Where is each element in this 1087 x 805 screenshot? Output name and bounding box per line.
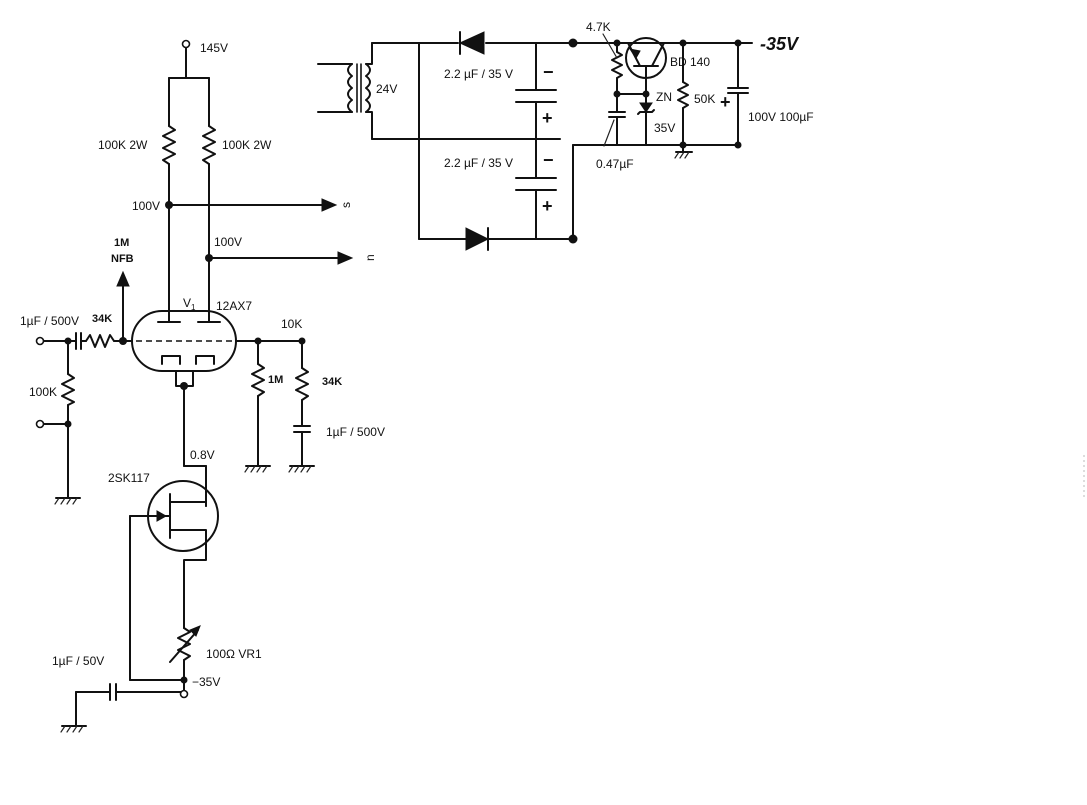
label-100v-right: 100V bbox=[214, 235, 242, 249]
supply-left-bus bbox=[568, 38, 739, 244]
label-12ax7: 12AX7 bbox=[216, 299, 252, 313]
fet-2sk117: 2SK117 bbox=[108, 471, 219, 681]
label-2-2uf-top: 2.2 µF / 35 V bbox=[444, 67, 513, 81]
transistor-bd140: BD 140 bbox=[613, 37, 710, 98]
resistor-1m: 1M bbox=[251, 340, 283, 467]
label-v1: V1 bbox=[183, 296, 196, 312]
diode-top bbox=[458, 31, 485, 55]
label-34k-out: 34K bbox=[322, 376, 342, 388]
capacitor-2-2uf-bottom: 2.2 µF / 35 V − + bbox=[444, 138, 557, 240]
label-100v-left: 100V bbox=[132, 199, 160, 213]
label-nfb: NFB bbox=[111, 253, 134, 265]
label-bd140: BD 140 bbox=[670, 55, 710, 69]
label-50k: 50K bbox=[694, 92, 715, 106]
label-100k-2w-right: 100K 2W bbox=[222, 138, 272, 152]
capacitor-0-47uf: 0.47µF bbox=[596, 111, 634, 171]
label-zn: ZN bbox=[656, 90, 672, 104]
label-neg35v: −35V bbox=[192, 675, 220, 689]
label-out-neg35v: -35V bbox=[760, 34, 800, 54]
label-145v: 145V bbox=[200, 41, 228, 55]
capacitor-1uf-500v-output: 1µF / 500V bbox=[288, 425, 385, 473]
label-100k: 100K bbox=[29, 385, 57, 399]
label-1uf-500v-in: 1µF / 500V bbox=[20, 314, 79, 328]
transformer-24v: 24V bbox=[317, 42, 397, 140]
label-0-47uf: 0.47µF bbox=[596, 157, 634, 171]
resistor-4-7k: 4.7K bbox=[586, 20, 623, 113]
capacitor-100v-100uf: 100V 100µF -35V bbox=[727, 34, 814, 149]
plus-sign-output: + bbox=[720, 92, 731, 112]
label-vr1: 100Ω VR1 bbox=[206, 647, 262, 661]
resistor-100k-2w-right: 100K 2W bbox=[202, 125, 272, 259]
label-34k-in: 34K bbox=[92, 313, 112, 325]
label-nfb-1m: 1M bbox=[114, 237, 129, 249]
ground-supply bbox=[674, 144, 693, 159]
capacitor-1uf-50v: 1µF / 50V bbox=[52, 654, 189, 733]
node-100v-right: 100V n bbox=[205, 235, 377, 265]
resistor-34k-output: 34K bbox=[295, 340, 342, 427]
nfb-feedback-arrow: 1M NFB bbox=[111, 237, 134, 342]
minus-sign-bottom: − bbox=[543, 150, 554, 170]
resistor-100k-2w-left: 100K 2W bbox=[98, 125, 176, 206]
arrow-label-s: s bbox=[339, 202, 353, 208]
label-1uf-50v: 1µF / 50V bbox=[52, 654, 104, 668]
label-24v: 24V bbox=[376, 82, 397, 96]
resistor-100k-input: 100K bbox=[29, 340, 75, 499]
label-100k-2w-left: 100K 2W bbox=[98, 138, 148, 152]
arrow-label-n: n bbox=[363, 254, 377, 261]
label-zn-35v: 35V bbox=[654, 121, 675, 135]
rectifier-wiring bbox=[371, 42, 574, 240]
capacitor-2-2uf-top: 2.2 µF / 35 V − + bbox=[444, 42, 557, 140]
plus-sign-bottom: + bbox=[542, 196, 553, 216]
grid-output-network: 10K bbox=[235, 317, 306, 345]
potentiometer-vr1: 100Ω VR1 −35V bbox=[169, 597, 262, 693]
diode-bottom bbox=[465, 227, 490, 251]
plus-sign-top: + bbox=[542, 108, 553, 128]
zener-diode: ZN 35V bbox=[637, 90, 675, 146]
label-2sk117: 2SK117 bbox=[108, 471, 150, 485]
supply-145v-node: 145V bbox=[181, 39, 228, 79]
resistor-50k: 50K + bbox=[677, 39, 731, 149]
label-1uf-500v-out: 1µF / 500V bbox=[326, 425, 385, 439]
tube-12ax7: V1 12AX7 bbox=[126, 296, 252, 387]
label-1m: 1M bbox=[268, 374, 283, 386]
label-0-8v: 0.8V bbox=[190, 448, 215, 462]
label-100v-100uf: 100V 100µF bbox=[748, 110, 814, 124]
label-10k: 10K bbox=[281, 317, 302, 331]
label-2-2uf-bottom: 2.2 µF / 35 V bbox=[444, 156, 513, 170]
cathode-wire: 0.8V bbox=[180, 382, 215, 507]
ground-input bbox=[54, 497, 81, 505]
ground-1m bbox=[244, 465, 271, 473]
input-network: 1µF / 500V 34K bbox=[20, 313, 133, 350]
label-4-7k: 4.7K bbox=[586, 20, 611, 34]
plate-supply-bus bbox=[168, 77, 210, 127]
minus-sign-top: − bbox=[543, 62, 554, 82]
node-100v-left: 100V s bbox=[132, 198, 353, 213]
